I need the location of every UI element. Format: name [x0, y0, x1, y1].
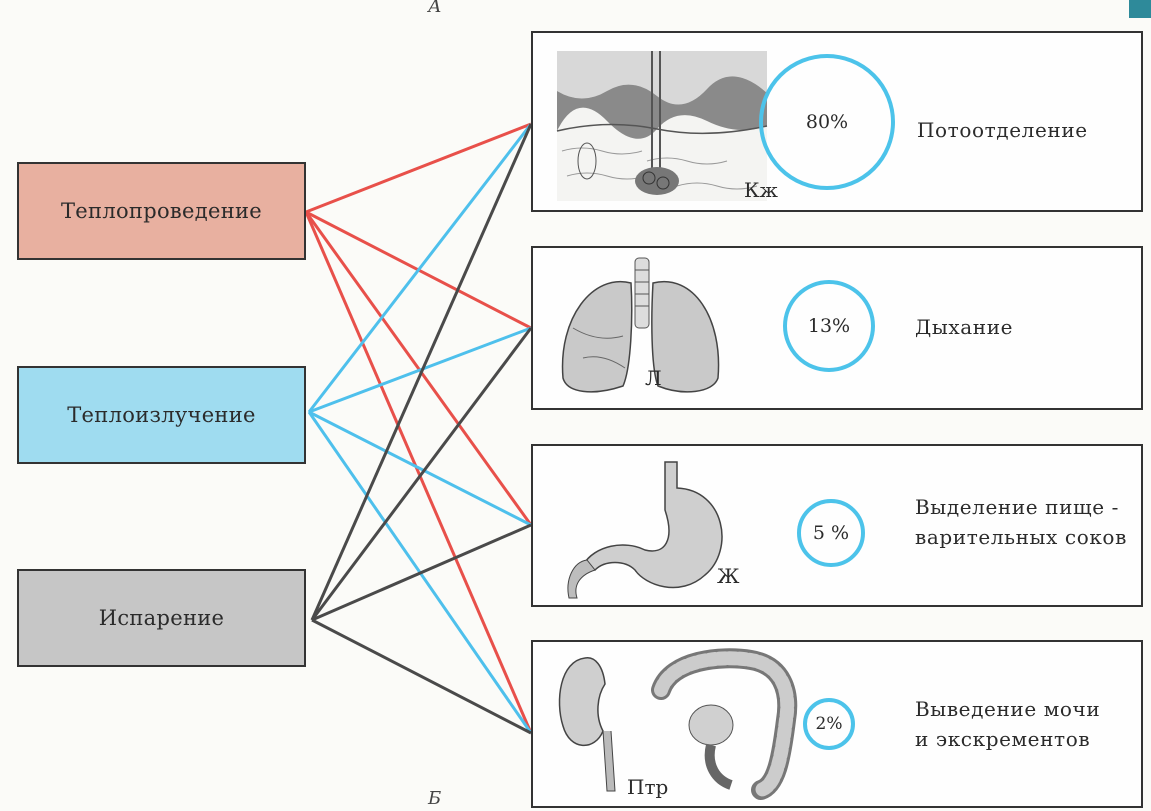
- source-radiation-label: Теплоизлучение: [67, 403, 256, 427]
- target-skin: Кж 80% Потоотделение: [531, 31, 1143, 212]
- stomach-percent-circle: 5 %: [797, 499, 865, 567]
- intestine-icon: [651, 650, 801, 800]
- kidneys-gut-percent: 2%: [816, 714, 843, 734]
- skin-percent: 80%: [806, 111, 848, 133]
- link-evaporation-stomach: [312, 525, 531, 620]
- target-lungs: Л 13% Дыхание: [531, 246, 1143, 410]
- kidneys-gut-organ-label: Птр: [627, 775, 668, 799]
- link-conduction-kidneys-gut: [306, 212, 531, 733]
- stomach-description: Выделение пище - варительных соков: [915, 492, 1127, 552]
- skin-section-icon: [557, 51, 767, 201]
- source-evaporation: Испарение: [17, 569, 306, 667]
- link-radiation-stomach: [309, 412, 531, 525]
- source-conduction-label: Теплопроведение: [61, 199, 262, 223]
- skin-organ-label: Кж: [744, 178, 778, 202]
- lungs-organ-label: Л: [645, 366, 662, 390]
- skin-percent-circle: 80%: [759, 54, 895, 190]
- source-radiation: Теплоизлучение: [17, 366, 306, 464]
- skin-description: Потоотделение: [917, 115, 1088, 145]
- target-kidneys-gut: Птр 2% Выведение мочи и экскрементов: [531, 640, 1143, 808]
- lungs-icon: [553, 258, 723, 398]
- kidneys-gut-percent-circle: 2%: [803, 698, 855, 750]
- source-conduction: Теплопроведение: [17, 162, 306, 260]
- lungs-description: Дыхание: [915, 312, 1013, 342]
- lungs-percent-circle: 13%: [783, 280, 875, 372]
- source-evaporation-label: Испарение: [99, 606, 225, 630]
- target-stomach: Ж 5 % Выделение пище - варительных соков: [531, 444, 1143, 607]
- link-evaporation-kidneys-gut: [312, 620, 531, 733]
- kidneys-gut-description: Выведение мочи и экскрементов: [915, 694, 1100, 754]
- stomach-organ-label: Ж: [717, 564, 739, 588]
- kidney-icon: [555, 656, 625, 796]
- lungs-percent: 13%: [808, 315, 850, 337]
- stomach-percent: 5 %: [813, 522, 849, 544]
